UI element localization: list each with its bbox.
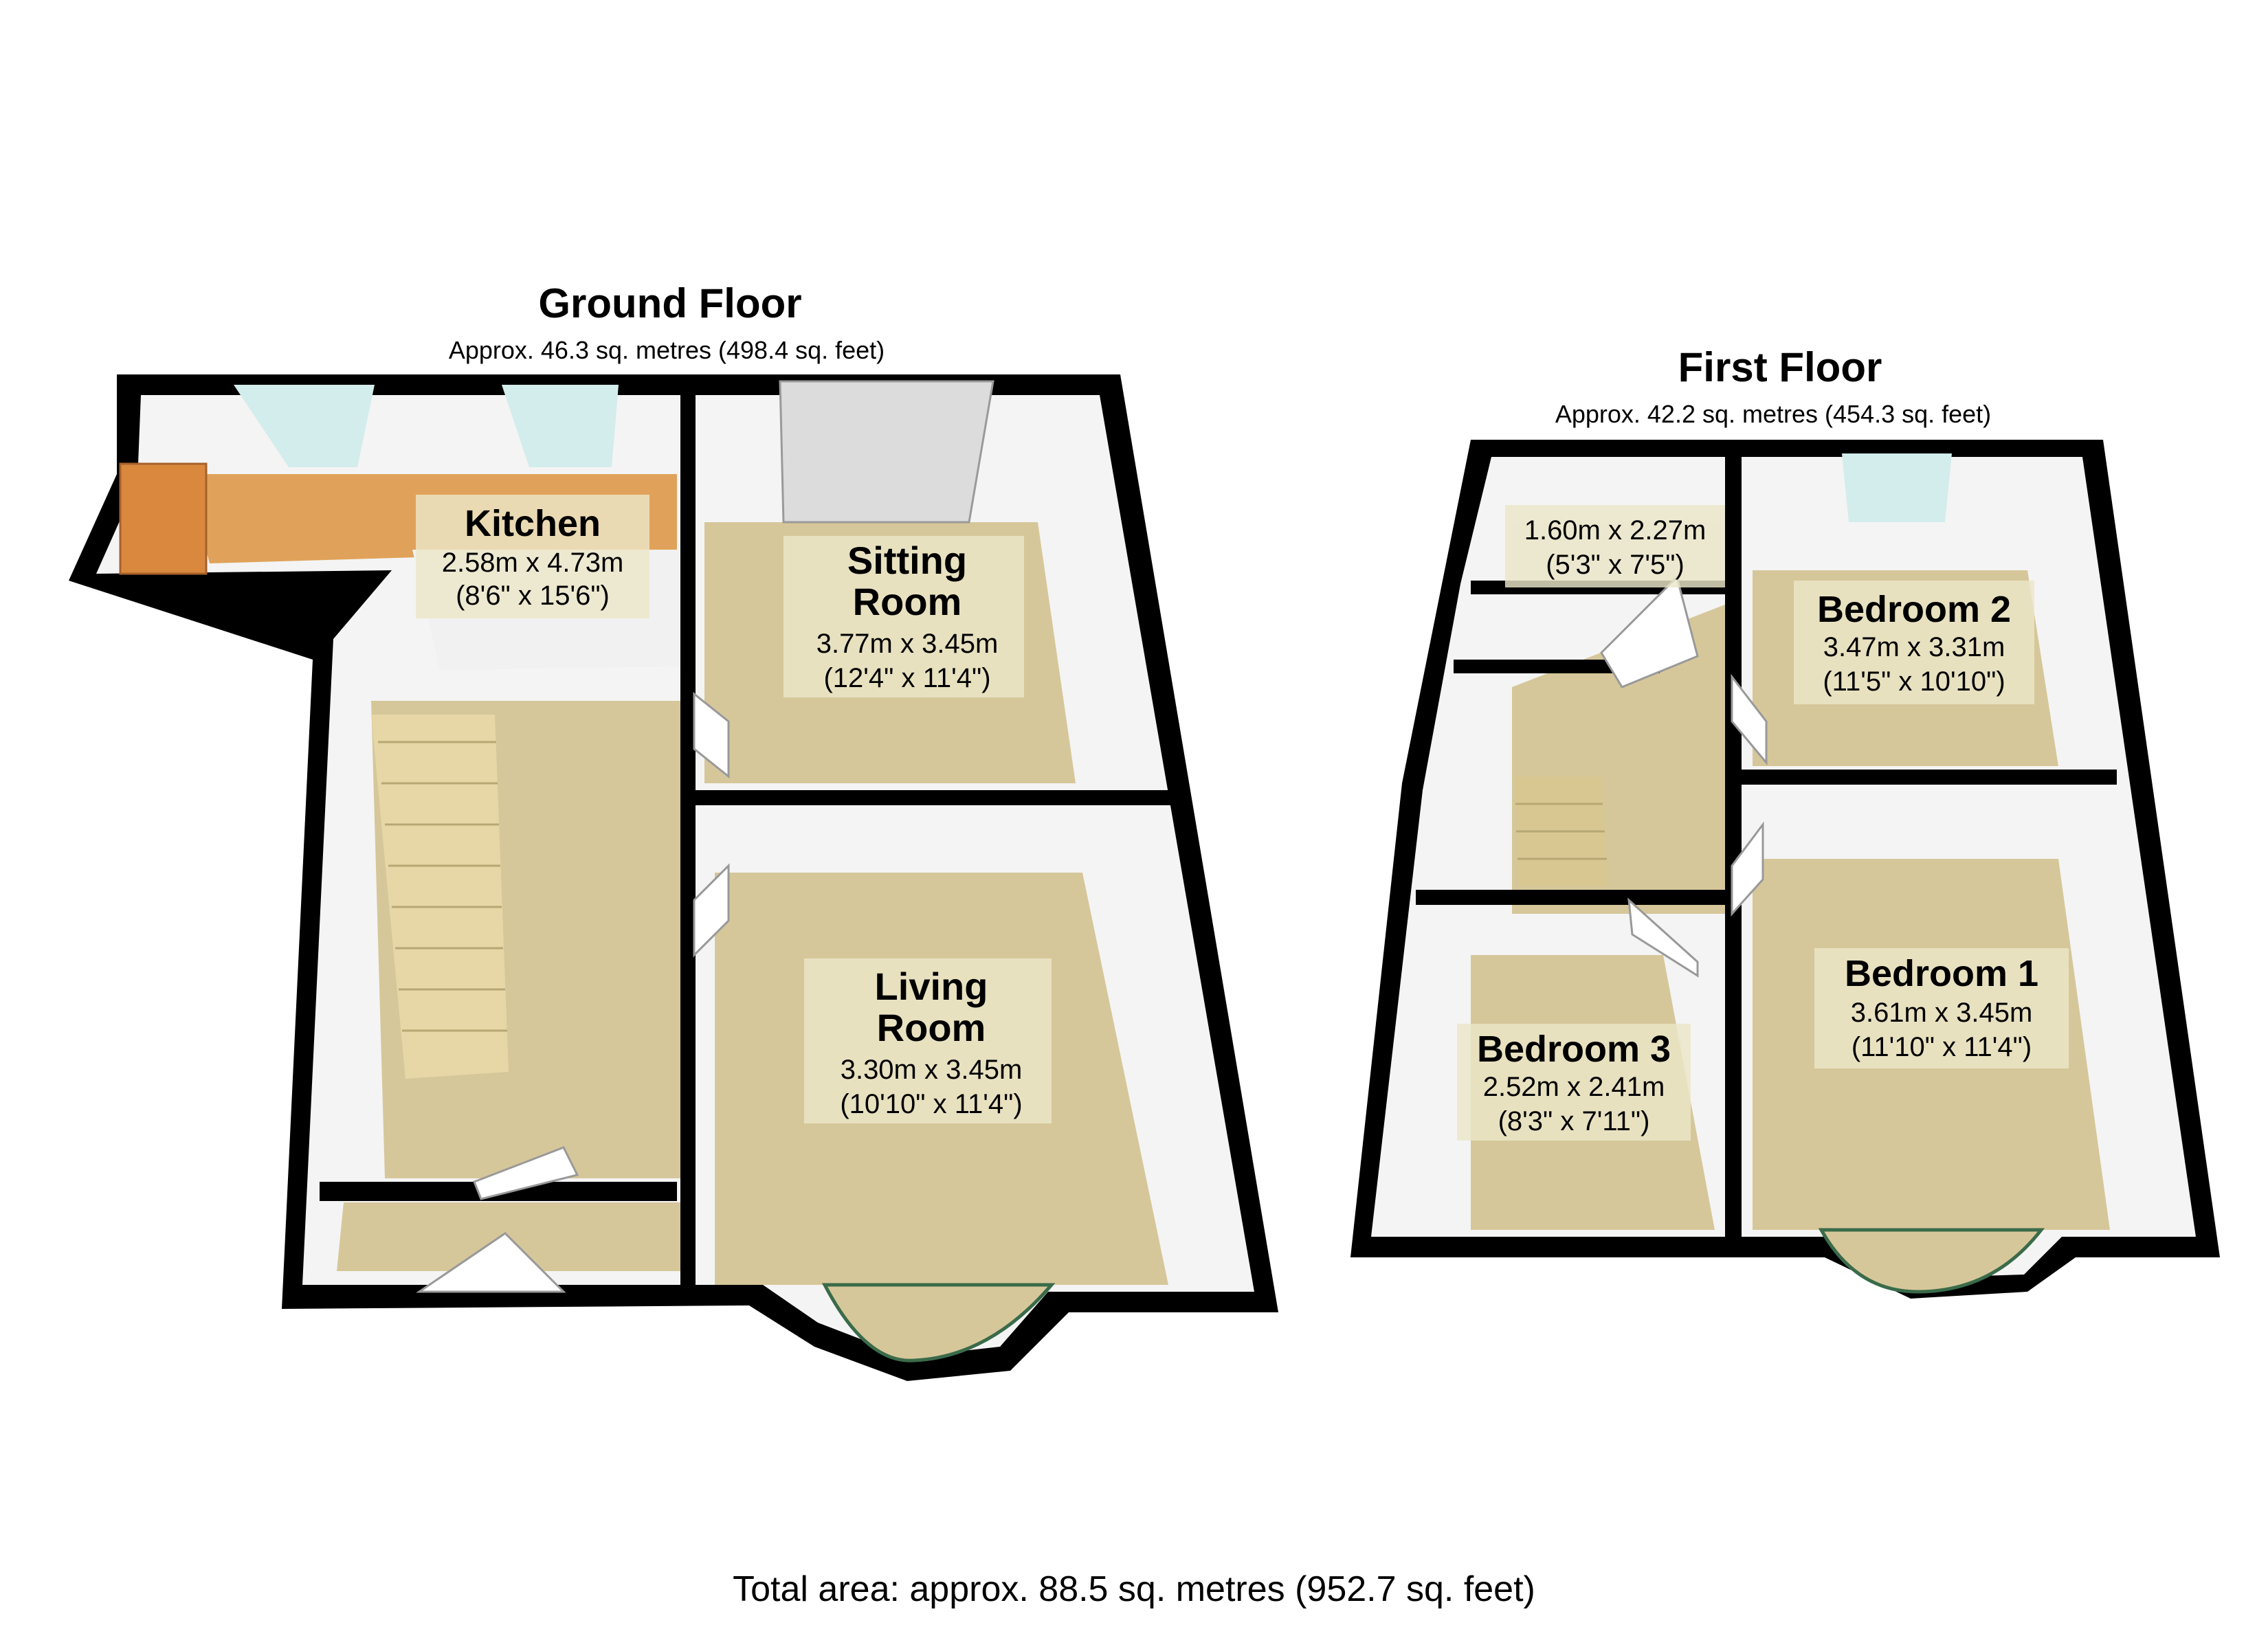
bedroom2-window — [1842, 453, 1952, 522]
ground-floor-partition — [691, 790, 1172, 805]
bedroom1-bay-window — [1818, 1228, 2045, 1294]
kitchen-label: Kitchen 2.58m x 4.73m (8'6" x 15'6") — [416, 495, 649, 618]
first-floor-plan — [1350, 440, 2220, 1299]
bathroom-metric: 1.60m x 2.27m — [1524, 515, 1706, 546]
sitting-room-door — [693, 691, 730, 779]
bedroom3-metric: 2.52m x 2.41m — [1483, 1072, 1665, 1102]
bathroom-door — [1600, 575, 1699, 688]
sitting-room-name-line1: Sitting — [847, 539, 967, 582]
first-floor-partition — [1732, 770, 2117, 785]
bedroom3-name: Bedroom 3 — [1477, 1029, 1671, 1070]
bedroom1-label: Bedroom 1 3.61m x 3.45m (11'10" x 11'4") — [1814, 948, 2069, 1068]
sitting-room-patio-doors — [779, 380, 994, 524]
ground-floor-stairs — [371, 715, 509, 1079]
sitting-room-metric: 3.77m x 3.45m — [816, 629, 999, 659]
kitchen-metric: 2.58m x 4.73m — [442, 548, 624, 578]
ground-floor-title: Ground Floor — [538, 280, 801, 326]
living-room-door — [693, 863, 730, 958]
first-floor-partition — [1416, 890, 1732, 905]
sitting-room-imperial: (12'4" x 11'4") — [823, 663, 990, 693]
front-door — [416, 1232, 566, 1293]
ground-floor-plan — [69, 374, 1278, 1381]
kitchen-window — [502, 385, 619, 467]
living-room-bay-window — [821, 1283, 1056, 1362]
bedroom2-door — [1731, 673, 1768, 766]
first-floor-title: First Floor — [1678, 344, 1882, 390]
bedroom1-name: Bedroom 1 — [1845, 953, 2038, 994]
total-area: Total area: approx. 88.5 sq. metres (952… — [733, 1569, 1535, 1609]
living-room-imperial: (10'10" x 11'4") — [840, 1089, 1022, 1119]
kitchen-imperial: (8'6" x 15'6") — [456, 581, 610, 611]
bedroom1-door — [1731, 821, 1764, 917]
living-room-name-line2: Room — [877, 1006, 986, 1049]
hall-door — [473, 1146, 579, 1200]
kitchen-back-door — [119, 462, 208, 575]
first-floor-partition — [1725, 447, 1742, 1247]
living-room-name-line1: Living — [875, 965, 988, 1008]
bedroom1-imperial: (11'10" x 11'4") — [1852, 1032, 2032, 1062]
kitchen-name: Kitchen — [465, 503, 601, 544]
bedroom3-door — [1627, 897, 1699, 978]
bedroom2-name: Bedroom 2 — [1817, 589, 2011, 630]
ground-floor-partition — [680, 385, 696, 1299]
kitchen-window — [234, 385, 375, 467]
bedroom2-label: Bedroom 2 3.47m x 3.31m (11'5" x 10'10") — [1794, 581, 2034, 704]
bedroom2-metric: 3.47m x 3.31m — [1823, 632, 2005, 662]
bedroom1-metric: 3.61m x 3.45m — [1851, 998, 2033, 1028]
bathroom-imperial: (5'3" x 7'5") — [1546, 550, 1685, 580]
sitting-room-name-line2: Room — [853, 580, 962, 623]
living-room-metric: 3.30m x 3.45m — [841, 1055, 1023, 1085]
sitting-room-label: Sitting Room 3.77m x 3.45m (12'4" x 11'4… — [783, 536, 1024, 697]
first-floor-area: Approx. 42.2 sq. metres (454.3 sq. feet) — [1555, 400, 1991, 428]
bedroom3-imperial: (8'3" x 7'11") — [1498, 1106, 1650, 1136]
bedroom2-imperial: (11'5" x 10'10") — [1823, 666, 2005, 697]
bathroom-label: 1.60m x 2.27m (5'3" x 7'5") — [1505, 505, 1725, 587]
bedroom3-label: Bedroom 3 2.52m x 2.41m (8'3" x 7'11") — [1457, 1024, 1691, 1141]
living-room-label: Living Room 3.30m x 3.45m (10'10" x 11'4… — [804, 958, 1052, 1123]
first-floor-stairs — [1515, 776, 1608, 886]
ground-floor-area: Approx. 46.3 sq. metres (498.4 sq. feet) — [449, 336, 885, 364]
